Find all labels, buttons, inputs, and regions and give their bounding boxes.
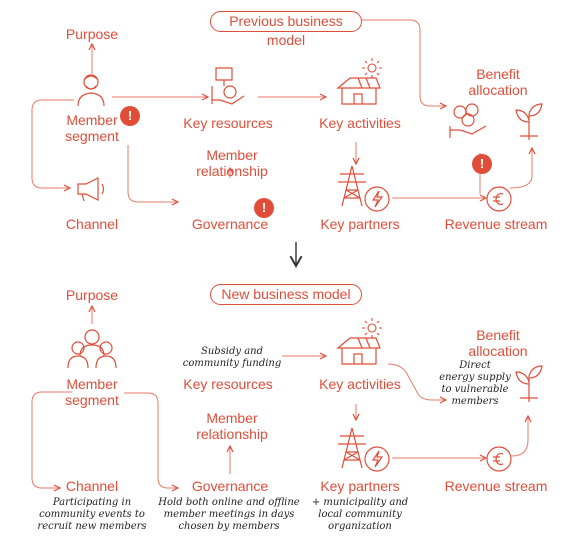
group-icon bbox=[66, 328, 118, 373]
new-member-segment-label: Member segment bbox=[65, 376, 119, 408]
house-solar-icon bbox=[336, 76, 382, 111]
new-key-activities-label: Key activities bbox=[319, 376, 401, 392]
lightning-icon bbox=[364, 186, 390, 217]
previous-key-activities-label: Key activities bbox=[319, 115, 401, 131]
note-partners: + municipality and local community organ… bbox=[311, 497, 409, 532]
previous-governance-label: Governance bbox=[191, 216, 269, 232]
new-revenue-stream-label: Revenue stream bbox=[444, 478, 548, 494]
euro-icon bbox=[486, 446, 512, 477]
previous-revenue-stream-label: Revenue stream bbox=[444, 216, 548, 232]
sprout-icon bbox=[514, 100, 544, 145]
previous-key-partners-label: Key partners bbox=[320, 216, 400, 232]
new-key-partners-label: Key partners bbox=[320, 478, 400, 494]
new-model-title: New business model bbox=[210, 284, 362, 305]
previous-model-title: Previous business model bbox=[210, 11, 362, 48]
pylon-icon bbox=[338, 165, 366, 211]
sprout-icon bbox=[514, 362, 544, 407]
new-channel-label: Channel bbox=[65, 478, 119, 494]
warning-icon: ! bbox=[120, 106, 140, 126]
pylon-icon bbox=[338, 427, 366, 473]
warning-icon: ! bbox=[472, 154, 492, 174]
lightning-icon bbox=[364, 446, 390, 477]
new-governance-label: Governance bbox=[191, 478, 269, 494]
note-direct-energy: Direct energy supply to vulnerable membe… bbox=[439, 360, 511, 407]
sun-icon bbox=[362, 58, 382, 83]
person-icon bbox=[76, 72, 106, 111]
previous-key-resources-label: Key resources bbox=[183, 115, 273, 131]
new-benefit-allocation-label: Benefit allocation bbox=[468, 327, 528, 359]
note-subsidy: Subsidy and community funding bbox=[182, 346, 282, 369]
euro-icon bbox=[486, 186, 512, 217]
coin-hand-icon bbox=[210, 66, 246, 111]
megaphone-icon bbox=[74, 176, 106, 207]
warning-icon: ! bbox=[254, 198, 274, 218]
sun-icon bbox=[362, 318, 382, 343]
new-key-resources-label: Key resources bbox=[183, 376, 273, 392]
new-purpose-label: Purpose bbox=[65, 287, 119, 303]
coins-hand-icon bbox=[448, 103, 488, 145]
house-solar-icon bbox=[336, 336, 382, 371]
new-member-relationship-label: Member relationship bbox=[196, 410, 268, 442]
previous-channel-label: Channel bbox=[65, 216, 119, 232]
note-channel: Participating in community events to rec… bbox=[37, 497, 147, 532]
previous-member-relationship-label: Member relationship bbox=[196, 147, 268, 179]
previous-member-segment-label: Member segment bbox=[65, 112, 119, 144]
previous-benefit-allocation-label: Benefit allocation bbox=[468, 66, 528, 98]
previous-purpose-label: Purpose bbox=[65, 26, 119, 42]
note-governance: Hold both online and offline member meet… bbox=[158, 497, 300, 532]
